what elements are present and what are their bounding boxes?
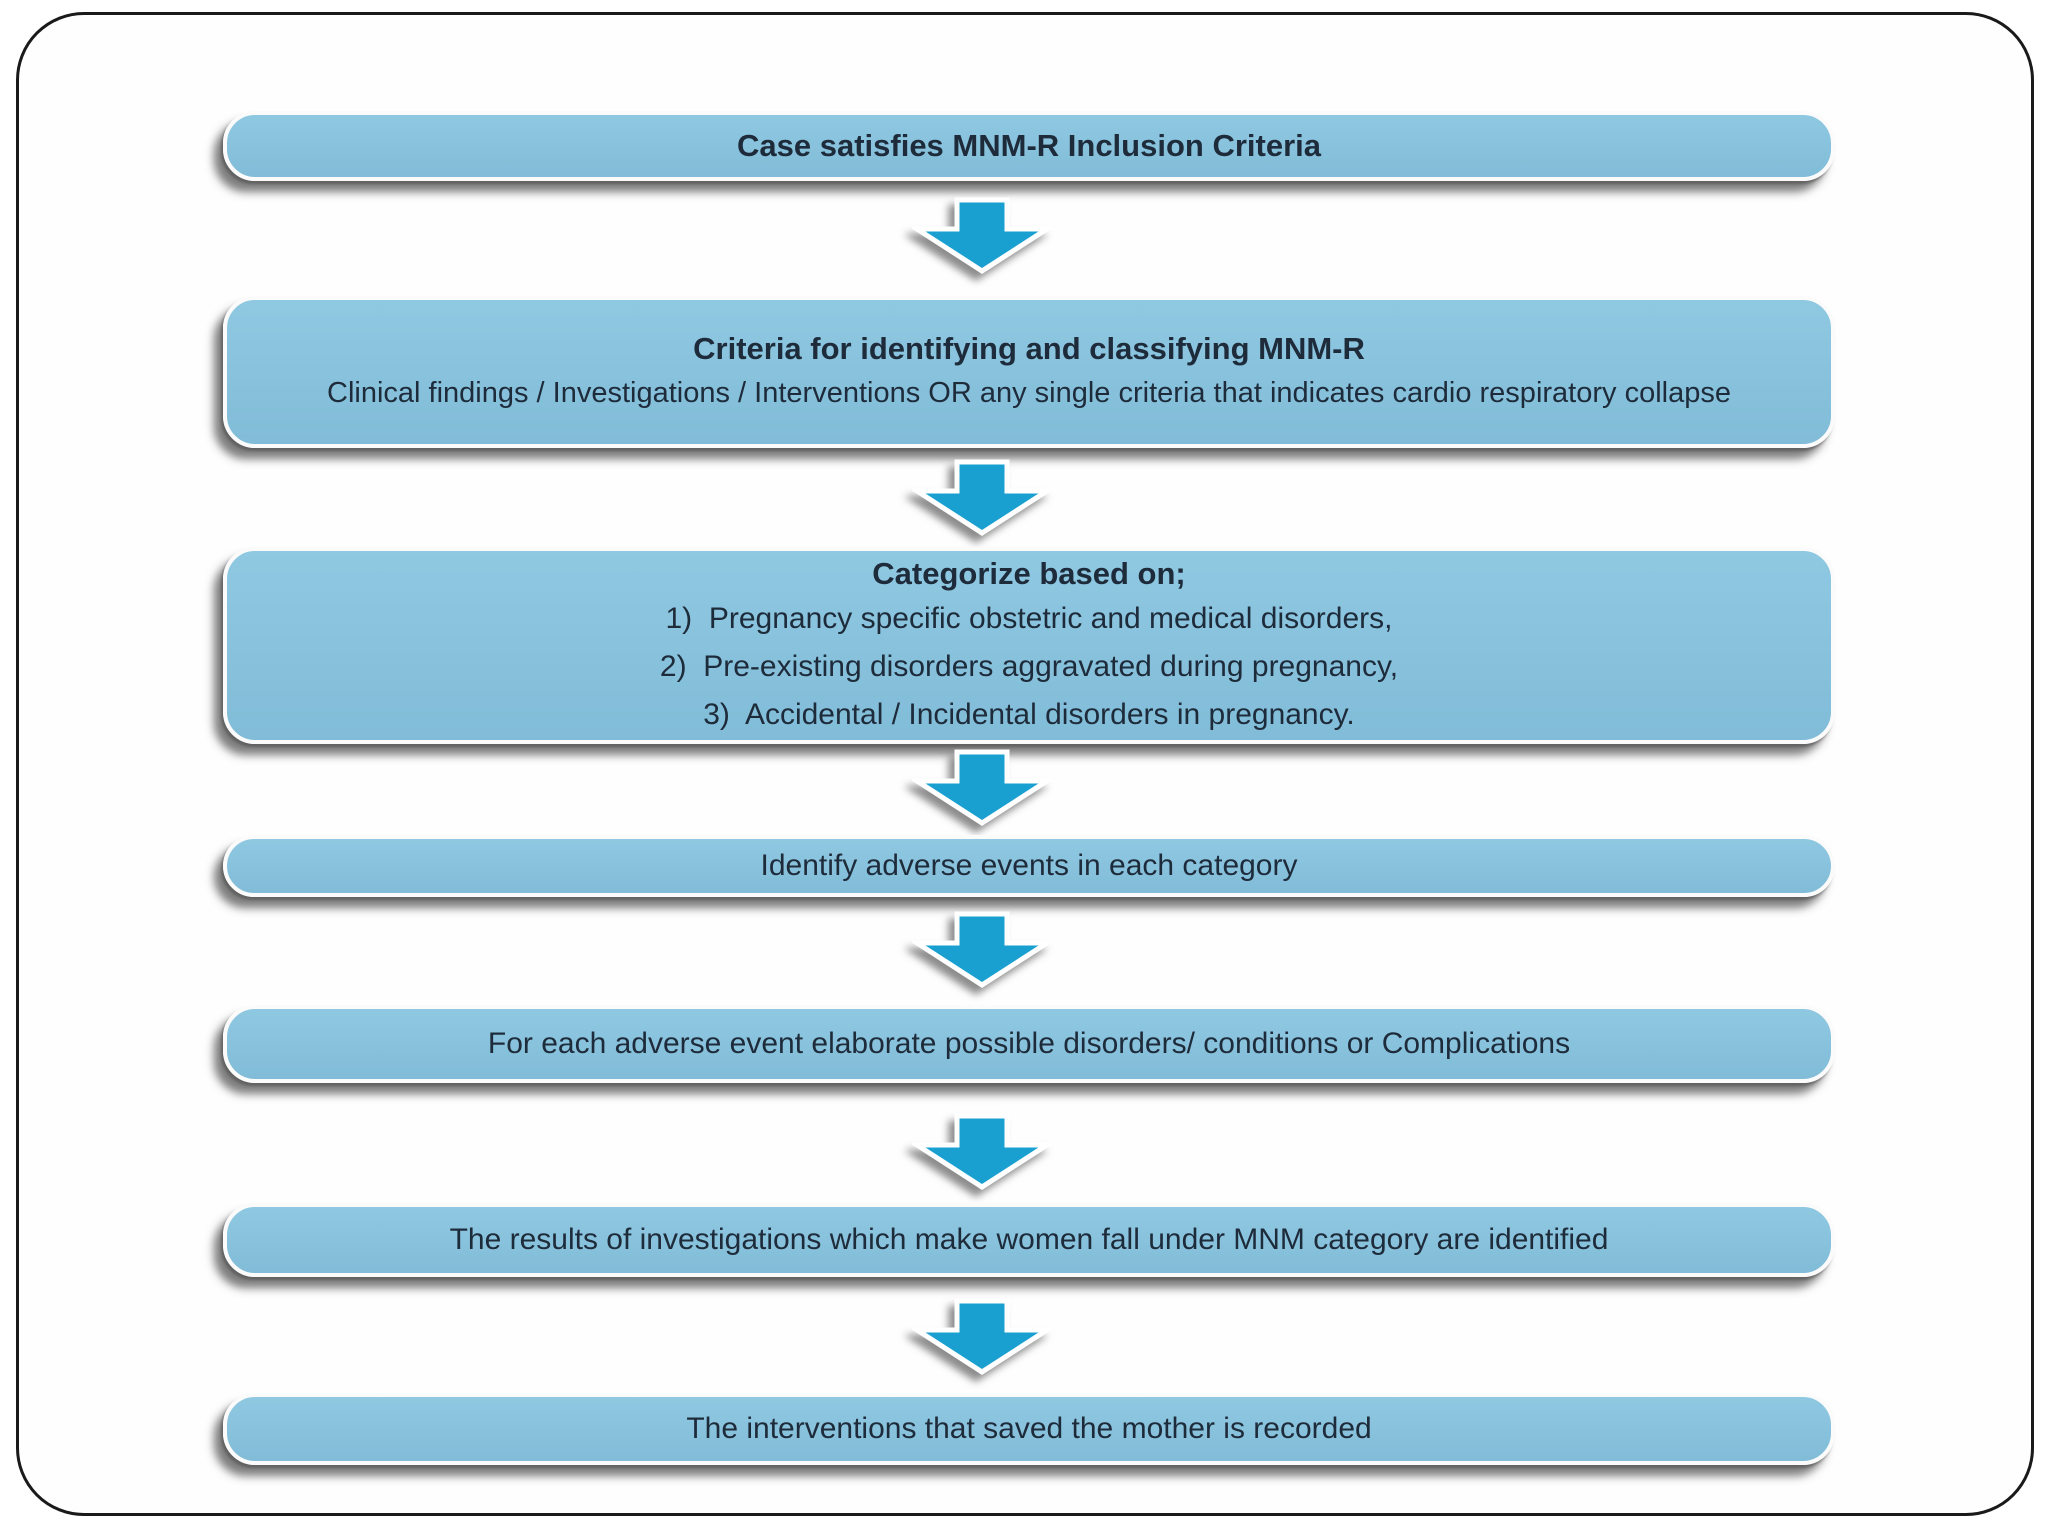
step-body-line: Clinical findings / Investigations / Int… bbox=[327, 376, 1731, 409]
step-body-line: 2) Pre-existing disorders aggravated dur… bbox=[659, 649, 1399, 683]
slide-frame: Case satisfies MNM-R Inclusion Criteria … bbox=[16, 12, 2034, 1516]
down-arrow-icon bbox=[912, 749, 1052, 826]
step-body-line: Identify adverse events in each category bbox=[760, 849, 1298, 882]
flow-step-elaborate-disorders: For each adverse event elaborate possibl… bbox=[223, 1005, 1835, 1083]
down-arrow-icon bbox=[912, 1113, 1052, 1190]
down-arrow-icon bbox=[912, 911, 1052, 988]
step-title: Case satisfies MNM-R Inclusion Criteria bbox=[737, 128, 1321, 163]
flow-step-identify-classify-criteria: Criteria for identifying and classifying… bbox=[223, 296, 1835, 448]
flow-step-interventions-recorded: The interventions that saved the mother … bbox=[223, 1393, 1835, 1465]
step-title: Criteria for identifying and classifying… bbox=[693, 330, 1365, 366]
step-title: Categorize based on; bbox=[872, 555, 1186, 591]
step-body-line: 3) Accidental / Incidental disorders in … bbox=[703, 697, 1355, 731]
step-body-line: 1) Pregnancy specific obstetric and medi… bbox=[665, 601, 1393, 635]
step-body-line: The interventions that saved the mother … bbox=[686, 1412, 1372, 1445]
down-arrow-icon bbox=[912, 459, 1052, 536]
flow-step-investigation-results: The results of investigations which make… bbox=[223, 1203, 1835, 1277]
flow-step-inclusion-criteria: Case satisfies MNM-R Inclusion Criteria bbox=[223, 111, 1835, 181]
step-body-line: The results of investigations which make… bbox=[449, 1223, 1609, 1256]
step-body-line: For each adverse event elaborate possibl… bbox=[487, 1027, 1571, 1060]
flow-step-identify-adverse-events: Identify adverse events in each category bbox=[223, 835, 1835, 897]
down-arrow-icon bbox=[912, 1298, 1052, 1375]
down-arrow-icon bbox=[912, 197, 1052, 274]
flow-step-categorize: Categorize based on; 1) Pregnancy specif… bbox=[223, 547, 1835, 744]
